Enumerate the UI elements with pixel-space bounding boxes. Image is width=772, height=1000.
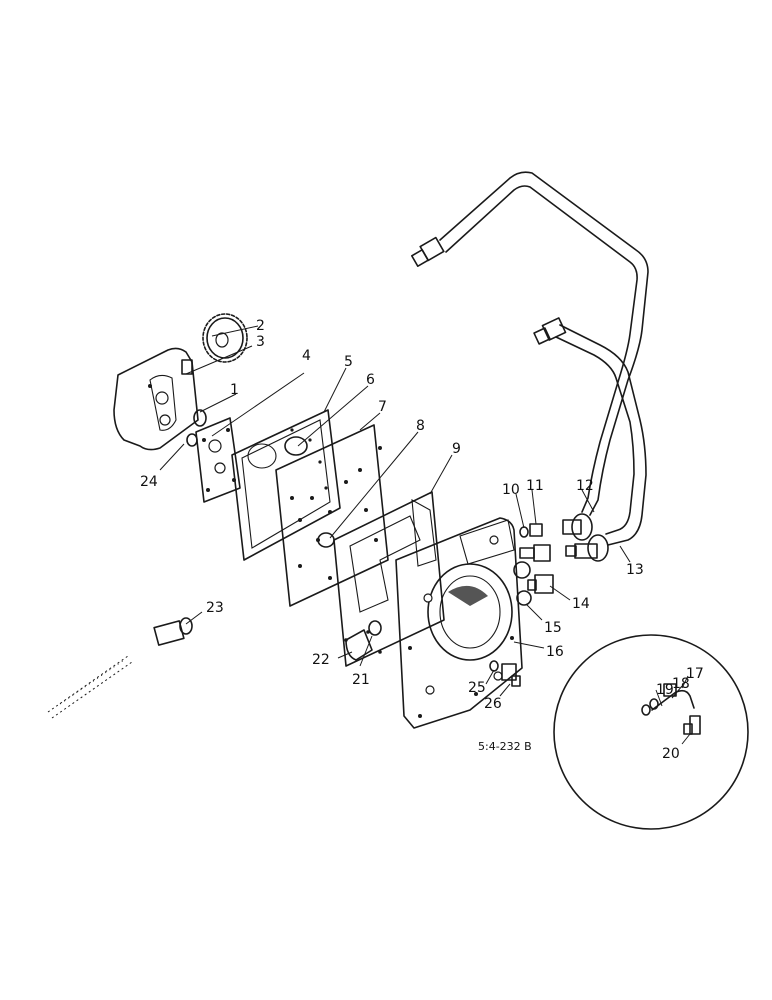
washer-10 [519, 526, 529, 538]
pipe-12 [439, 171, 649, 516]
pipe-13-fitting-lower [565, 534, 609, 562]
callout-labels: 1 2 3 4 5 6 7 8 9 10 11 12 13 14 15 16 1… [140, 318, 704, 762]
pipe-13-fitting-upper [533, 317, 567, 345]
dotted-pipe-stub [47, 655, 133, 719]
callout-19: 19 [656, 682, 674, 698]
pipe-13 [555, 324, 647, 546]
callout-5: 5 [344, 354, 353, 370]
plug-11 [529, 523, 543, 537]
pump-body [113, 347, 199, 451]
callout-25: 25 [468, 680, 486, 696]
o-ring-21 [368, 620, 382, 636]
callout-13: 13 [626, 562, 644, 578]
callout-17: 17 [686, 666, 704, 682]
callout-11: 11 [526, 478, 544, 494]
seal-ring-6 [284, 436, 308, 456]
diagram-reference-code: 5:4-232 B [478, 740, 532, 753]
callout-12: 12 [576, 478, 594, 494]
callout-23: 23 [206, 600, 224, 616]
washer-25 [489, 660, 499, 672]
plate-6 [275, 424, 389, 607]
callout-26: 26 [484, 696, 502, 712]
connector-upper [513, 544, 551, 579]
main-housing [395, 517, 523, 729]
callout-1: 1 [230, 382, 239, 398]
callout-21: 21 [352, 672, 370, 688]
callout-22: 22 [312, 652, 330, 668]
detail-circle [553, 634, 749, 830]
callout-8: 8 [416, 418, 425, 434]
callout-10: 10 [502, 482, 520, 498]
gasket-5 [231, 409, 341, 561]
callout-16: 16 [546, 644, 564, 660]
pipe-12-fitting-upper [411, 236, 445, 267]
callout-18: 18 [672, 676, 690, 692]
o-ring-15 [516, 590, 532, 606]
union-26 [501, 663, 521, 687]
seal-8 [317, 532, 335, 548]
leader-lines [159, 325, 691, 745]
callout-6: 6 [366, 372, 375, 388]
gasket-9 [333, 491, 445, 667]
callout-14: 14 [572, 596, 590, 612]
pipe-12-fitting-lower [562, 513, 593, 541]
o-ring-1 [193, 409, 207, 427]
fitting-23 [153, 617, 193, 646]
callout-2: 2 [256, 318, 265, 334]
callout-20: 20 [662, 746, 680, 762]
callout-9: 9 [452, 441, 461, 457]
plug-22 [345, 629, 373, 661]
callout-3: 3 [256, 334, 265, 350]
connector-14 [527, 574, 554, 594]
o-ring-24 [186, 433, 198, 447]
small-plate [195, 417, 241, 503]
callout-24: 24 [140, 474, 158, 490]
drive-gear [202, 313, 248, 363]
callout-4: 4 [302, 348, 311, 364]
callout-7: 7 [378, 399, 387, 415]
callout-15: 15 [544, 620, 562, 636]
